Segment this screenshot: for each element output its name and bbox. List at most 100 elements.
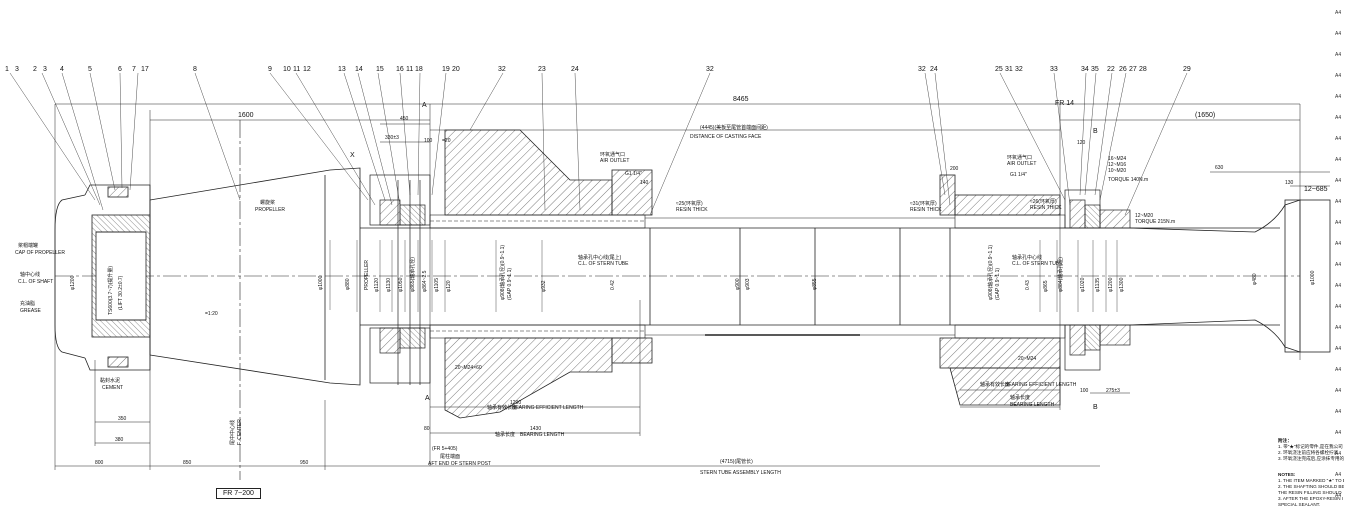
callout-32a: 32 <box>498 66 506 73</box>
label-propeller: PROPELLER <box>255 207 286 213</box>
label-cl-stern-tube: 轴承孔中心线(尾上) <box>578 255 622 261</box>
label-x: X <box>350 152 355 159</box>
callout-16: 16 <box>396 66 404 73</box>
centerline <box>55 120 1300 480</box>
callout-32c: 32 <box>918 66 926 73</box>
label-aft-end: AFT END OF STERN POST <box>428 461 491 467</box>
dim-950: 950 <box>300 460 309 466</box>
dimension-lines <box>54 103 1330 470</box>
edge-mark: A4 <box>1335 136 1342 142</box>
clear-2: 0.43 <box>1025 280 1031 290</box>
dim-80: 80 <box>424 426 430 432</box>
edge-mark: A4 <box>1335 31 1342 37</box>
callout-4: 4 <box>60 66 64 73</box>
notes-block: 附注： 1. 带"★"标记的零件,是在我公司 2. 环氧浇注前应将各螺栓拧紧 3… <box>1278 438 1344 508</box>
dia-1130: φ1130 <box>386 278 392 292</box>
label-cl-stern-tube-en: C.L. OF STERN TUBE <box>578 261 629 267</box>
label-propeller-cn: 螺旋桨 <box>260 200 276 206</box>
label-fr14: FR 14 <box>1055 100 1075 107</box>
callout-17: 17 <box>141 66 149 73</box>
dia-1300: φ1300 <box>1119 277 1125 292</box>
edge-mark: A4 <box>1335 94 1342 100</box>
callout-19: 19 <box>442 66 450 73</box>
edge-mark: A4 <box>1335 451 1342 457</box>
callout-13: 13 <box>338 66 346 73</box>
label-center-cn: 尾中中心线 <box>230 419 236 445</box>
label-m20b: 12~M20 <box>1135 213 1154 219</box>
dim-1650: (1650) <box>1195 112 1216 119</box>
callout-12: 12 <box>303 66 311 73</box>
edge-mark: A4 <box>1335 262 1342 268</box>
dia-120: φ120 <box>446 280 452 292</box>
callout-32b: 32 <box>706 66 714 73</box>
callout-25: 25 <box>995 66 1003 73</box>
callout-7: 7 <box>132 66 136 73</box>
label-140: 140 <box>640 180 649 186</box>
dia-seal-2: φ864~2.5 <box>422 270 428 292</box>
label-grease-cn: 充油脂 <box>20 301 36 307</box>
dim-100b: 100 <box>1080 388 1089 394</box>
label-air-outlet: AIR OUTLET <box>600 158 630 164</box>
callout-29: 29 <box>1183 66 1191 73</box>
label-m24-1: 16~M24 <box>1108 156 1127 162</box>
label-g114: G1 1/4" <box>625 171 642 177</box>
label-bearing-len-1-cn: 轴承长度 <box>495 432 516 438</box>
label-cement-en: CEMENT <box>102 385 124 391</box>
dimension-witness-lines <box>329 240 1118 312</box>
label-bearing-len-1: BEARING LENGTH <box>520 432 565 438</box>
dim-850: 850 <box>183 460 192 466</box>
note-en-5: SPECIAL SEALANT. <box>1278 502 1321 507</box>
callout-20: 20 <box>452 66 460 73</box>
callout-22: 22 <box>1107 66 1115 73</box>
label-grease-en: GREASE <box>20 308 41 314</box>
dim-380: 380 <box>115 437 124 443</box>
dim-120: 120 <box>1077 140 1086 146</box>
dim-200: 200 <box>950 166 959 172</box>
edge-mark: A4 <box>1335 325 1342 331</box>
note-cn-1: 1. 带"★"标记的零件,是在我公司 <box>1278 444 1343 449</box>
edge-mark: A4 <box>1335 241 1342 247</box>
dia-1020: φ1020 <box>1080 277 1086 292</box>
dia-seal-3: φ884(轴承孔径) <box>1058 257 1064 292</box>
notes-title-cn: 附注： <box>1278 438 1292 443</box>
label-distance-casting-face: DISTANCE OF CASTING FACE <box>690 134 762 140</box>
dia-1000: φ1000 <box>318 275 324 290</box>
callout-23: 23 <box>538 66 546 73</box>
dia-1105: φ1105 <box>434 278 440 292</box>
dim-130: 130 <box>1285 180 1294 186</box>
callout-27: 27 <box>1129 66 1137 73</box>
label-torque-1: TORQUE 140N.m <box>1108 177 1149 183</box>
label-m16: 12~M16 <box>1108 162 1127 168</box>
edge-mark: A4 <box>1335 346 1342 352</box>
label-resin-thick-1-en: RESIN THICK <box>676 207 708 213</box>
callout-8: 8 <box>193 66 197 73</box>
section-b-top: B <box>1093 128 1098 135</box>
bore-1: φ908(轴承孔径)(0.9~1.1) <box>500 244 506 300</box>
callout-18: 18 <box>415 66 423 73</box>
callout-5: 5 <box>88 66 92 73</box>
leader-lines <box>9 72 1188 216</box>
callout-14: 14 <box>355 66 363 73</box>
label-stern-tube-length: STERN TUBE ASSEMBLY LENGTH <box>700 470 781 476</box>
bore-2-en: (GAP 0.9~1.1) <box>995 267 1001 300</box>
label-cap-en: CAP OF PROPELLER <box>15 250 65 256</box>
dim-275: 275±3 <box>1106 388 1120 394</box>
bore-2: φ908(轴承孔径)(0.9~1.1) <box>988 244 994 300</box>
label-cl-stern-tube-2: 轴承孔中心线 <box>1012 255 1043 261</box>
label-bearing-eff-1-cn: 轴承有效长度 <box>487 405 518 411</box>
label-m20: 10~M20 <box>1108 168 1127 174</box>
dia-903: φ903 <box>745 278 751 290</box>
callout-26: 26 <box>1119 66 1127 73</box>
edge-mark: A4 <box>1335 388 1342 394</box>
callout-15: 15 <box>376 66 384 73</box>
label-torque-2: TORQUE 215N.m <box>1135 219 1176 225</box>
forward-seal <box>369 174 1131 385</box>
callout-32d: 32 <box>1015 66 1023 73</box>
note-en-3: THE RESIN FILLING SHOULD <box>1278 490 1342 495</box>
dia-seal-1: φ865(轴承孔径) <box>410 257 416 292</box>
edge-mark: A4 <box>1335 472 1342 478</box>
callout-33: 33 <box>1050 66 1058 73</box>
dim-4715: (4715)(尾管长) <box>720 459 753 465</box>
section-a-top: A <box>422 102 427 109</box>
